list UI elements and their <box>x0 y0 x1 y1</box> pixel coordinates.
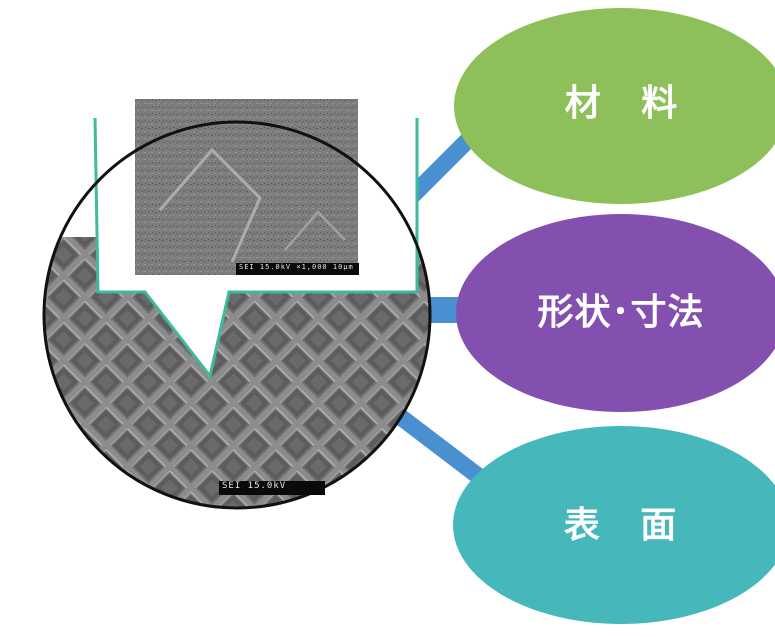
main-scale-bar: SEI 15.0kV <box>219 481 325 495</box>
node-material-label: 材 料 <box>564 83 692 124</box>
node-shape-dimension-label: 形状･寸法 <box>537 292 705 333</box>
node-shape-dimension <box>456 214 775 412</box>
inset-micrograph <box>135 99 358 275</box>
connector-surface <box>392 408 492 489</box>
lens-ring <box>42 120 432 510</box>
node-surface-label: 表 面 <box>563 505 691 546</box>
inset-scale-bar: SEI 15.0kV ×1,000 10μm <box>236 263 359 275</box>
micrograph-lens <box>42 99 432 510</box>
node-material <box>454 8 775 204</box>
node-surface <box>453 426 775 624</box>
inset-dimple-edge <box>158 147 262 263</box>
inset-dimple-edge-2 <box>284 210 346 251</box>
